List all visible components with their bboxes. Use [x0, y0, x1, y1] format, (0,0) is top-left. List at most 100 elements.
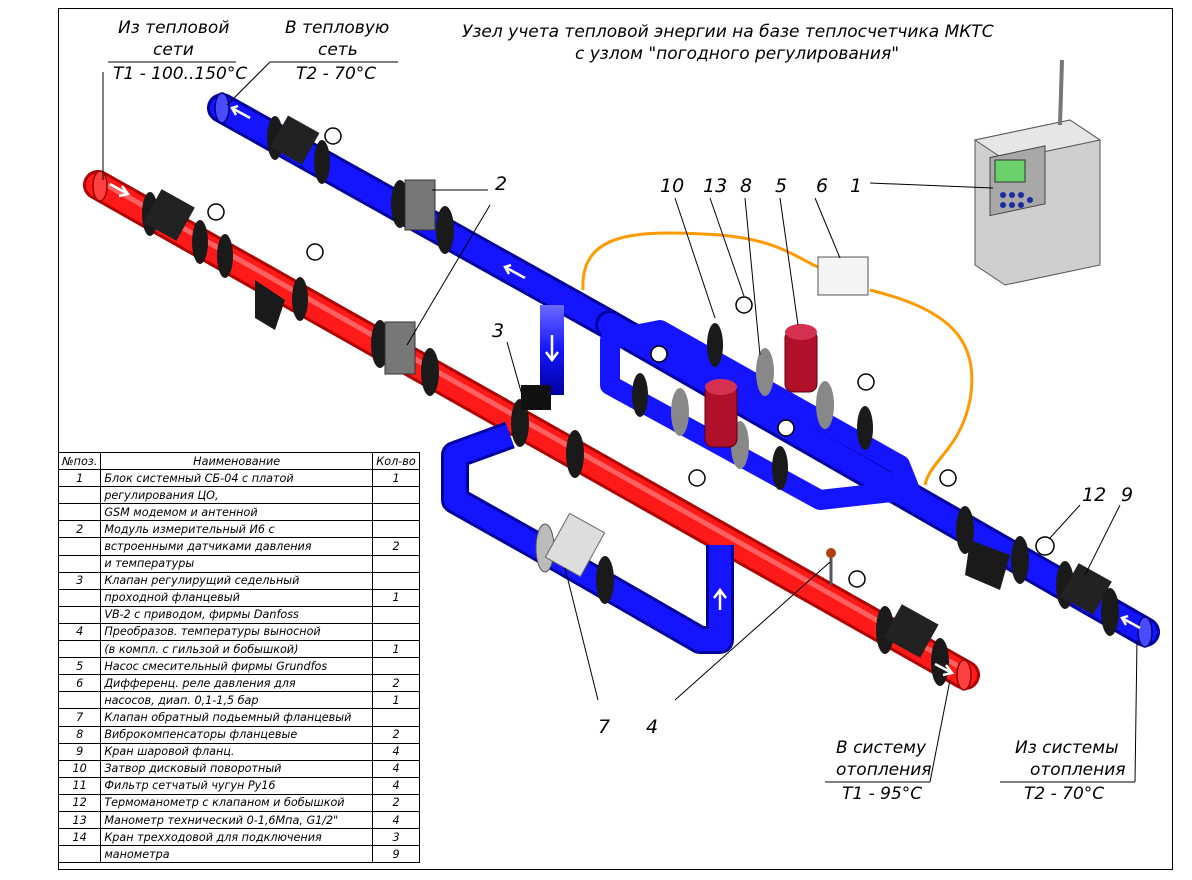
from-network-label-3: T1 - 100..150°C	[113, 64, 248, 84]
spec-cell-qty	[372, 605, 420, 624]
spec-header-pos: №поз.	[57, 451, 102, 471]
supply-inlet-end	[92, 170, 108, 202]
spec-cell-name: проходной фланцевый	[100, 588, 373, 607]
spec-cell-name: Виброкомпенсаторы фланцевые	[100, 725, 373, 744]
from-system-label-1: Из системы	[1015, 738, 1119, 758]
spec-cell-name: Преобразов. температуры выносной	[100, 622, 373, 642]
spec-cell-qty: 4	[372, 759, 420, 778]
spec-row: (в компл. с гильзой и бобышкой)1	[57, 640, 420, 659]
to-system-label-2: отопления	[836, 760, 932, 780]
check-valve-bypass	[441, 421, 734, 654]
spec-cell-pos: 4	[57, 622, 102, 642]
spec-row: регулирования ЦО,	[57, 486, 420, 505]
supply-outlet-end	[956, 659, 972, 691]
supply-strainer	[255, 280, 285, 330]
spec-cell-qty	[372, 622, 420, 642]
spec-cell-name: VB-2 с приводом, фирмы Danfoss	[100, 605, 373, 624]
temperature-sensor	[826, 548, 836, 585]
pump-2	[784, 324, 818, 393]
diagram-title-line2: с узлом "погодного регулирования"	[575, 44, 900, 64]
supply-flow-arrow-out	[934, 662, 955, 677]
spec-cell-name: встроенными датчиками давления	[100, 537, 373, 556]
spec-cell-qty	[372, 554, 420, 573]
spec-cell-qty	[372, 657, 420, 676]
spec-cell-qty: 1	[372, 588, 420, 607]
leader-lines	[102, 61, 1138, 783]
measuring-module-return	[404, 179, 436, 231]
return-from-system-pipeline	[595, 310, 1160, 648]
spec-cell-qty	[372, 520, 420, 539]
pressure-gauges	[207, 127, 1055, 588]
callout-6: 6	[816, 175, 829, 197]
spec-cell-qty	[372, 708, 420, 727]
spec-cell-qty: 2	[372, 537, 420, 556]
spec-cell-name: Манометр технический 0-1,6Мпа, G1/2"	[100, 810, 373, 830]
spec-cell-qty	[372, 571, 420, 590]
spec-cell-name: (в компл. с гильзой и бобышкой)	[100, 640, 373, 659]
spec-cell-pos	[57, 605, 102, 624]
supply-flanges	[142, 189, 949, 686]
callout-4: 4	[646, 716, 659, 738]
spec-cell-qty: 4	[372, 742, 420, 761]
spec-cell-pos: 2	[57, 520, 102, 539]
spec-cell-pos: 1	[57, 469, 102, 488]
spec-cell-pos	[57, 845, 102, 864]
return-flow-arrow-out	[230, 104, 251, 120]
spec-cell-qty: 1	[372, 469, 420, 488]
pump-loop	[600, 320, 920, 510]
spec-cell-qty: 4	[372, 810, 420, 830]
spec-cell-name: насосов, диап. 0,1-1,5 бар	[100, 691, 373, 710]
return-strainer	[965, 540, 1010, 590]
spec-cell-pos: 7	[57, 708, 102, 727]
supply-pipeline	[83, 170, 980, 691]
spec-cell-qty: 2	[372, 725, 420, 744]
callout-3: 3	[492, 320, 505, 342]
callout-7: 7	[598, 716, 611, 738]
callout-2: 2	[495, 173, 508, 195]
spec-cell-pos: 14	[57, 828, 102, 847]
spec-cell-name: Дифференц. реле давления для	[100, 674, 373, 693]
check-valve-body	[544, 512, 606, 578]
spec-cell-name: Блок системный СБ-04 с платой	[100, 469, 373, 488]
spec-cell-pos: 5	[57, 657, 102, 676]
from-network-label-1: Из тепловой	[118, 18, 230, 38]
spec-cell-name: Фильтр сетчатый чугун Ру16	[100, 776, 373, 795]
spec-row: и температуры	[57, 554, 420, 573]
pump-1	[704, 379, 738, 448]
spec-cell-qty: 4	[372, 776, 420, 795]
spec-cell-pos	[57, 691, 102, 710]
spec-cell-name: Насос смесительный фирмы Grundfos	[100, 657, 373, 676]
differential-pressure-relay	[817, 256, 869, 296]
spec-cell-pos	[57, 537, 102, 556]
spec-cell-pos: 11	[57, 776, 102, 795]
from-system-label-2: отопления	[1030, 760, 1126, 780]
callout-10: 10	[660, 175, 685, 197]
spec-cell-qty: 2	[372, 674, 420, 693]
spec-cell-pos: 9	[57, 742, 102, 761]
spec-cell-name: и температуры	[100, 554, 373, 573]
callout-5: 5	[775, 175, 788, 197]
spec-cell-name: регулирования ЦО,	[100, 486, 373, 505]
to-network-label-1: В тепловую	[285, 18, 390, 38]
supply-flow-arrow-in	[109, 182, 131, 198]
spec-row: GSM модемом и антенной	[57, 503, 420, 522]
spec-cell-name: Кран шаровой фланц.	[100, 742, 373, 761]
to-system-label-1: В систему	[836, 738, 927, 758]
spec-cell-pos	[57, 554, 102, 573]
spec-cell-qty	[372, 486, 420, 505]
spec-header-name: Наименование	[100, 451, 373, 471]
diagram-title-line1: Узел учета тепловой энергии на базе тепл…	[462, 22, 994, 42]
